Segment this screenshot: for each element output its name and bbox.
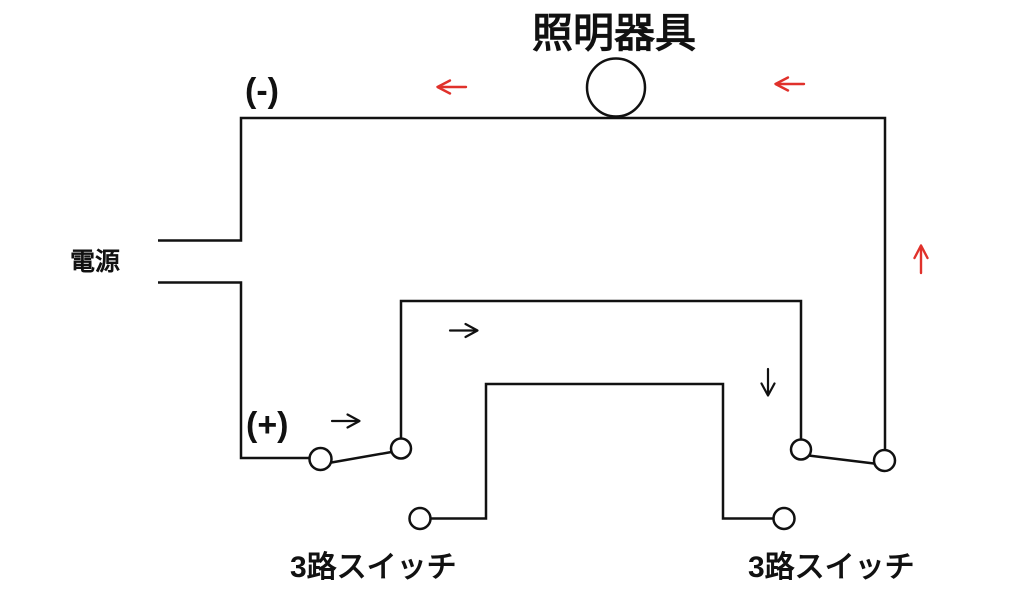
diagram-labels: 照明器具 電源 (-) (+) 3路スイッチ 3路スイッチ	[70, 10, 915, 584]
arrow-right-icon	[448, 322, 479, 339]
arrow-left-icon	[436, 79, 468, 95]
right-switch-blade	[808, 454, 875, 465]
left-switch-lower-terminal	[408, 506, 432, 531]
lamp-icon	[585, 57, 647, 118]
right-switch-upper-terminal	[789, 438, 813, 461]
left-switch-blade	[331, 450, 392, 464]
upper-traveler-wire	[399, 299, 803, 440]
circuit-wires	[158, 57, 897, 531]
return-current-arrows	[436, 76, 929, 275]
lamp-title-label: 照明器具	[532, 10, 696, 56]
right-switch-label: 3路スイッチ	[748, 551, 915, 584]
positive-terminal-label: (+)	[246, 406, 289, 444]
power-source-label: 電源	[70, 248, 120, 276]
left-switch-label: 3路スイッチ	[290, 551, 457, 584]
arrow-left-icon	[774, 76, 806, 92]
negative-terminal-label: (-)	[245, 72, 279, 110]
right-switch-common-terminal	[872, 448, 897, 473]
lower-traveler-wire	[430, 382, 774, 520]
right-switch-lower-terminal	[772, 506, 796, 531]
arrow-right-icon	[330, 413, 361, 429]
return-loop-wire	[158, 116, 887, 450]
supply-current-arrows	[330, 322, 776, 429]
arrow-down-icon	[760, 367, 776, 397]
arrow-up-icon	[913, 244, 929, 275]
left-switch-common-terminal	[308, 446, 333, 472]
positive-feed-wire	[158, 281, 310, 460]
left-switch-upper-terminal	[389, 437, 413, 460]
